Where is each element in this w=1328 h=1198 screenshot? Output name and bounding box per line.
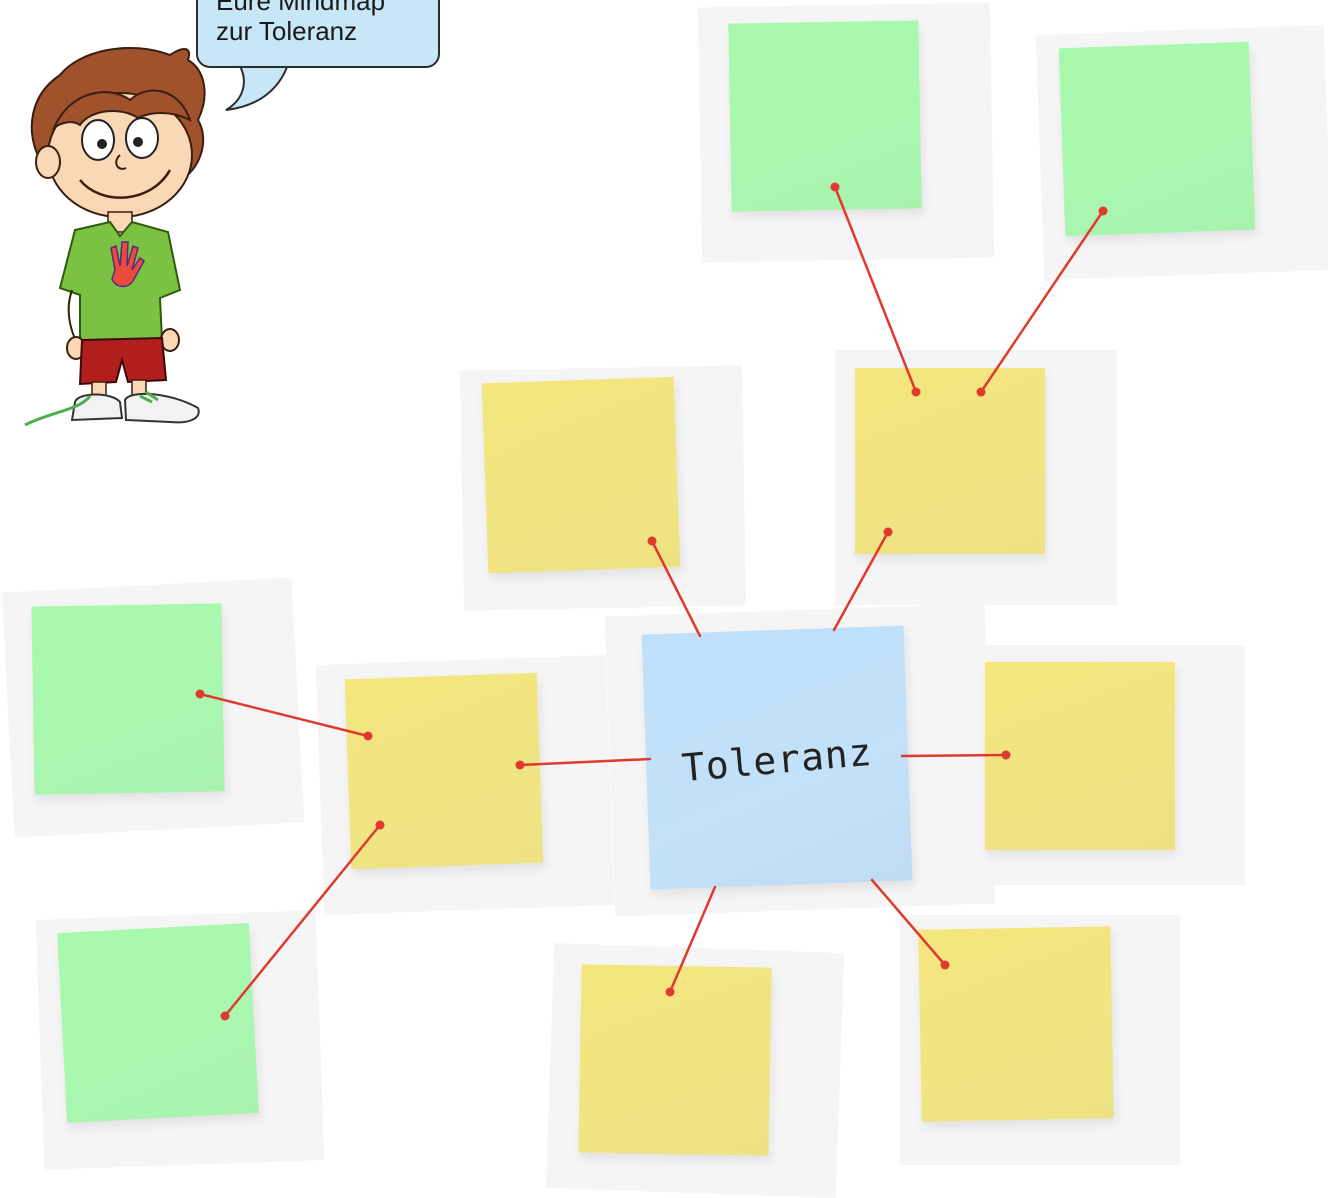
sticky-note-green[interactable]	[1058, 41, 1256, 237]
sticky-note-green[interactable]	[728, 20, 922, 212]
speech-bubble-line1: Eure Mindmap	[216, 0, 386, 16]
speech-bubble: Eure Mindmap zur Toleranz	[196, 0, 440, 68]
speech-bubble-text: Eure Mindmap zur Toleranz	[216, 0, 385, 46]
cartoon-boy-illustration	[24, 46, 206, 427]
sticky-note-yellow[interactable]	[855, 368, 1045, 554]
center-note[interactable]: Toleranz	[641, 625, 913, 890]
sticky-note-yellow[interactable]	[344, 672, 544, 870]
sticky-note-yellow[interactable]	[481, 376, 681, 574]
sticky-note-yellow[interactable]	[918, 926, 1114, 1122]
sticky-note-yellow[interactable]	[985, 662, 1175, 850]
sticky-note-green[interactable]	[57, 923, 259, 1123]
sticky-note-green[interactable]	[31, 603, 225, 795]
speech-bubble-line2: zur Toleranz	[216, 16, 358, 46]
sticky-note-yellow[interactable]	[578, 964, 772, 1156]
center-note-label: Toleranz	[680, 729, 875, 791]
